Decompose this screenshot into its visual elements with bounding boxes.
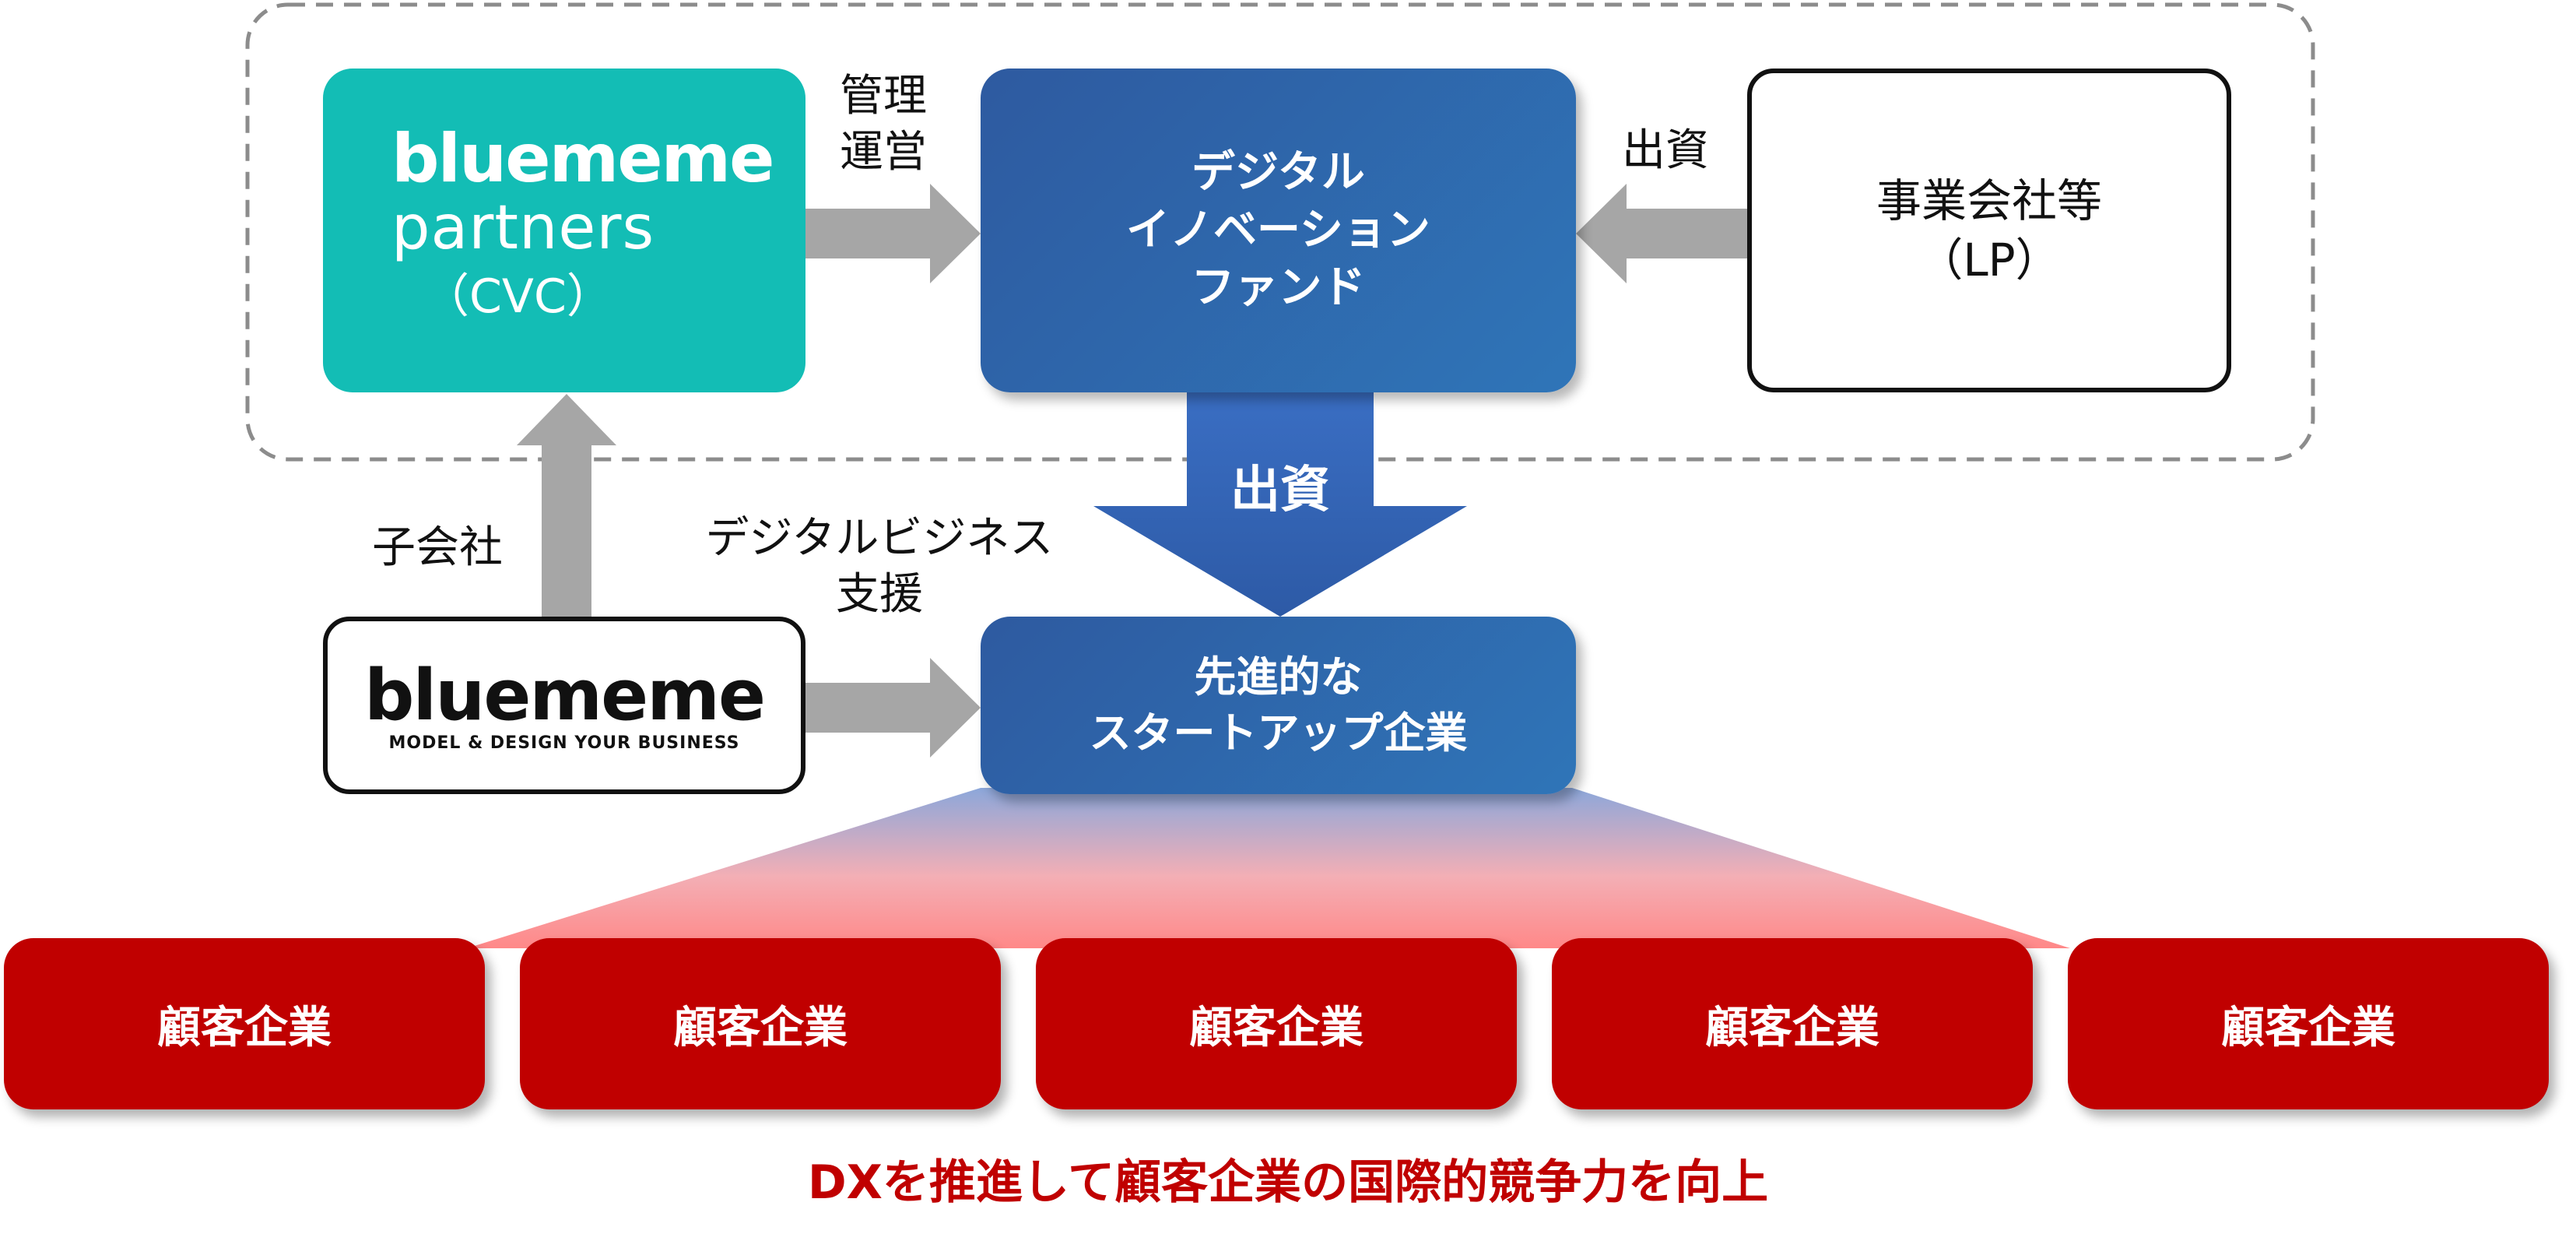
- cvc-tag: （CVC）: [423, 269, 613, 324]
- startup-box: 先進的な スタートアップ企業: [981, 617, 1576, 794]
- arrow-subsidiary: [517, 394, 616, 617]
- arrow-lp-investment: [1576, 184, 1747, 283]
- lp-box: 事業会社等 （LP）: [1747, 69, 2231, 392]
- client-label: 顧客企業: [157, 1002, 332, 1053]
- diagram-caption: DXを推進して顧客企業の国際的競争力を向上: [807, 1155, 1769, 1210]
- client-label: 顧客企業: [673, 1002, 848, 1053]
- label-fund-investment: 出資: [1230, 462, 1330, 519]
- label-support-line1: デジタルビジネス: [705, 513, 1054, 564]
- fund-box: デジタル イノベーション ファンド: [981, 69, 1576, 392]
- label-management-line2: 運営: [840, 127, 927, 178]
- label-subsidiary: 子会社: [372, 522, 503, 573]
- arrow-digital-support: [805, 658, 981, 758]
- fund-line1: デジタル: [1191, 147, 1365, 198]
- cvc-logo-line1: bluememe: [391, 120, 774, 198]
- lp-line2: （LP）: [1918, 234, 2061, 287]
- lp-line1: 事業会社等: [1876, 174, 2102, 227]
- label-support-line2: 支援: [836, 569, 923, 620]
- arrow-management: [805, 184, 981, 283]
- fund-line3: ファンド: [1191, 262, 1366, 313]
- bluememe-logo: bluememe: [363, 654, 766, 737]
- client-box: 顧客企業: [4, 938, 485, 1109]
- label-digital-support: デジタルビジネス 支援: [669, 511, 1090, 623]
- label-management-line1: 管理: [840, 71, 927, 121]
- cvc-logo-line2: partners: [391, 193, 655, 263]
- client-label: 顧客企業: [2221, 1002, 2395, 1053]
- label-lp-investment: 出資: [1622, 125, 1709, 176]
- bluememe-box: bluememe MODEL & DESIGN YOUR BUSINESS: [323, 617, 805, 794]
- client-box: 顧客企業: [1036, 938, 1517, 1109]
- client-label: 顧客企業: [1705, 1002, 1879, 1053]
- fund-line2: イノベーション: [1126, 205, 1430, 255]
- startup-line2: スタートアップ企業: [1089, 708, 1468, 758]
- cvc-box: bluememe partners （CVC）: [323, 69, 805, 392]
- arrow-fund-investment: [1093, 391, 1467, 617]
- client-box: 顧客企業: [520, 938, 1001, 1109]
- bluememe-tagline: MODEL & DESIGN YOUR BUSINESS: [388, 733, 740, 753]
- client-box: 顧客企業: [2068, 938, 2549, 1109]
- client-box: 顧客企業: [1552, 938, 2033, 1109]
- startup-to-clients-fan: [467, 788, 2070, 948]
- label-management: 管理 運営: [813, 69, 953, 181]
- startup-line1: 先進的な: [1194, 652, 1363, 701]
- client-label: 顧客企業: [1189, 1002, 1363, 1053]
